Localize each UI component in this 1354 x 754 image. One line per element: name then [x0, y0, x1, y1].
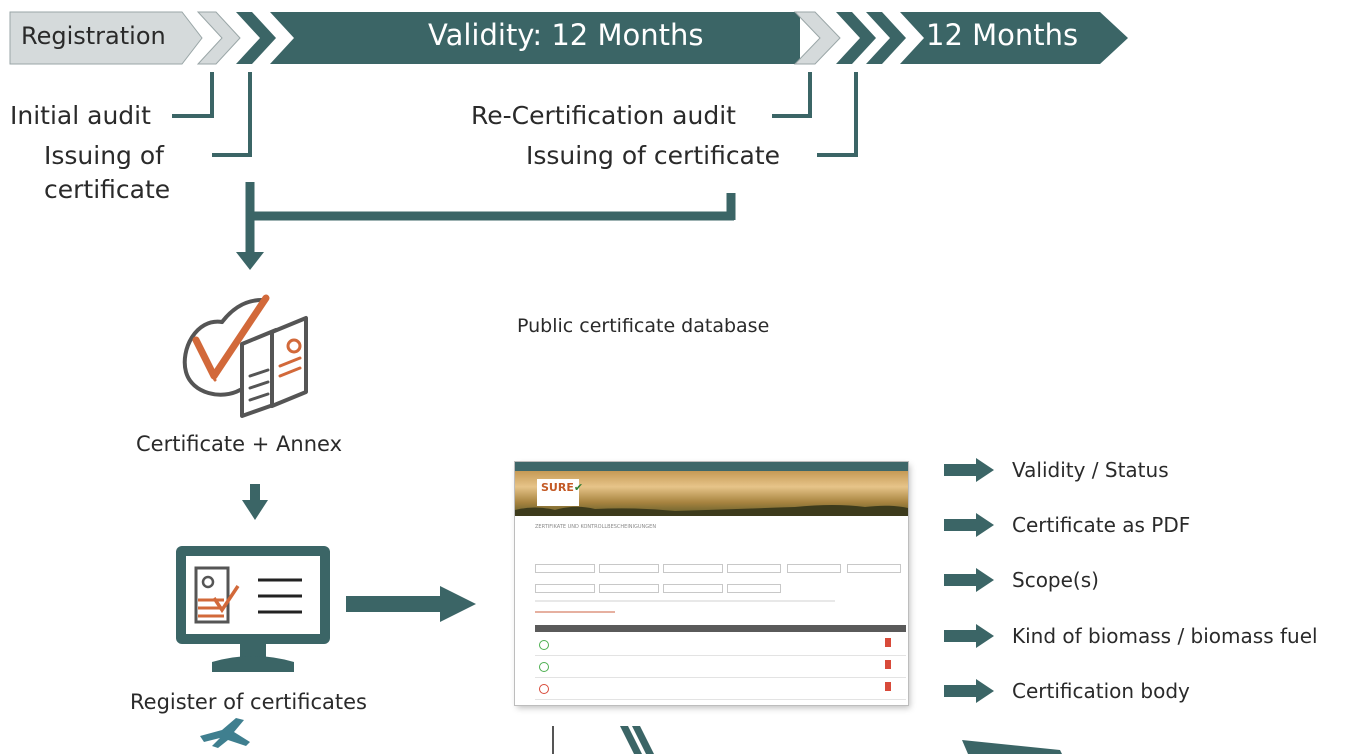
- registration-arrow: [9, 11, 203, 65]
- down-arrow-1: [236, 252, 264, 270]
- register-label: Register of certificates: [130, 690, 367, 714]
- valid-status-icon: [539, 640, 549, 650]
- feature-arrow-1: [944, 458, 994, 482]
- screenshot-hero-image: SURE✔: [515, 471, 908, 516]
- filter-field-4[interactable]: [727, 564, 781, 573]
- chevron-light-1: [196, 11, 241, 65]
- next-period-arrow: [900, 12, 1128, 64]
- certificate-annex-label: Certificate + Annex: [136, 432, 342, 456]
- monitor-icon: [176, 546, 330, 672]
- sure-logo-text: SURE: [541, 481, 574, 494]
- issuing-right-connector: [817, 72, 858, 157]
- down-arrow-2-shaft: [250, 484, 260, 500]
- validity-label: Validity: 12 Months: [428, 18, 704, 52]
- database-screenshot: SURE✔ ZERTIFIKATE UND KONTROLLBESCHEINIG…: [515, 462, 908, 705]
- public-db-label: Public certificate database: [517, 315, 770, 337]
- issuing-left-connector: [212, 72, 252, 157]
- filter-field-7[interactable]: [535, 584, 595, 593]
- feature-cert-body: Certification body: [1012, 679, 1190, 703]
- pdf-icon[interactable]: [885, 638, 891, 647]
- next-period-label: 12 Months: [926, 18, 1079, 52]
- tree-silhouettes: [515, 505, 908, 516]
- recert-audit-connector: [772, 72, 812, 118]
- chevron-dark-2: [836, 12, 876, 64]
- logo-check-icon: ✔: [573, 481, 584, 494]
- validity-arrow: [270, 12, 800, 64]
- filter-field-6[interactable]: [847, 564, 901, 573]
- pdf-icon[interactable]: [885, 682, 891, 691]
- filter-field-3[interactable]: [663, 564, 723, 573]
- issuing-right-label: Issuing of certificate: [526, 141, 781, 170]
- feature-pdf: Certificate as PDF: [1012, 513, 1191, 537]
- recert-audit-label: Re-Certification audit: [471, 101, 736, 130]
- feature-arrow-4: [944, 624, 994, 648]
- filter-field-1[interactable]: [535, 564, 595, 573]
- bottom-decorations: [200, 718, 1062, 754]
- issuing-left-label: Issuing of certificate: [44, 141, 171, 204]
- registration-label: Registration: [21, 22, 166, 50]
- feature-scope: Scope(s): [1012, 568, 1099, 592]
- chevron-dark-3: [866, 12, 906, 64]
- screenshot-navbar: [515, 462, 908, 471]
- screenshot-table-row[interactable]: [535, 656, 906, 678]
- filter-field-2[interactable]: [599, 564, 659, 573]
- filter-field-10[interactable]: [727, 584, 781, 593]
- chevron-light-2: [793, 11, 841, 65]
- valid-status-icon: [539, 662, 549, 672]
- initial-audit-connector: [172, 72, 214, 118]
- chevron-dark-1: [236, 12, 276, 64]
- down-arrow-2-head: [242, 500, 268, 520]
- feature-validity: Validity / Status: [1012, 458, 1169, 482]
- feature-arrow-2: [944, 513, 994, 537]
- certificate-icon: [182, 294, 308, 418]
- initial-audit-label: Initial audit: [10, 101, 151, 130]
- plane-icon: [200, 718, 250, 748]
- filter-field-8[interactable]: [599, 584, 659, 593]
- filter-field-5[interactable]: [787, 564, 841, 573]
- screenshot-link-line: [535, 611, 615, 613]
- invalid-status-icon: [539, 684, 549, 694]
- right-arrow-shaft: [346, 596, 442, 612]
- right-arrow-head: [440, 586, 476, 622]
- sure-logo: SURE✔: [537, 479, 583, 506]
- pdf-icon[interactable]: [885, 660, 891, 669]
- feature-biomass: Kind of biomass / biomass fuel: [1012, 624, 1318, 648]
- screenshot-info-line: [535, 600, 835, 602]
- filter-field-9[interactable]: [663, 584, 723, 593]
- screenshot-table-header: [535, 625, 906, 632]
- feature-arrow-5: [944, 679, 994, 703]
- screenshot-table-row[interactable]: [535, 634, 906, 656]
- screenshot-table-row[interactable]: [535, 678, 906, 700]
- feature-arrow-3: [944, 568, 994, 592]
- screenshot-heading: ZERTIFIKATE UND KONTROLLBESCHEINIGUNGEN: [535, 524, 657, 530]
